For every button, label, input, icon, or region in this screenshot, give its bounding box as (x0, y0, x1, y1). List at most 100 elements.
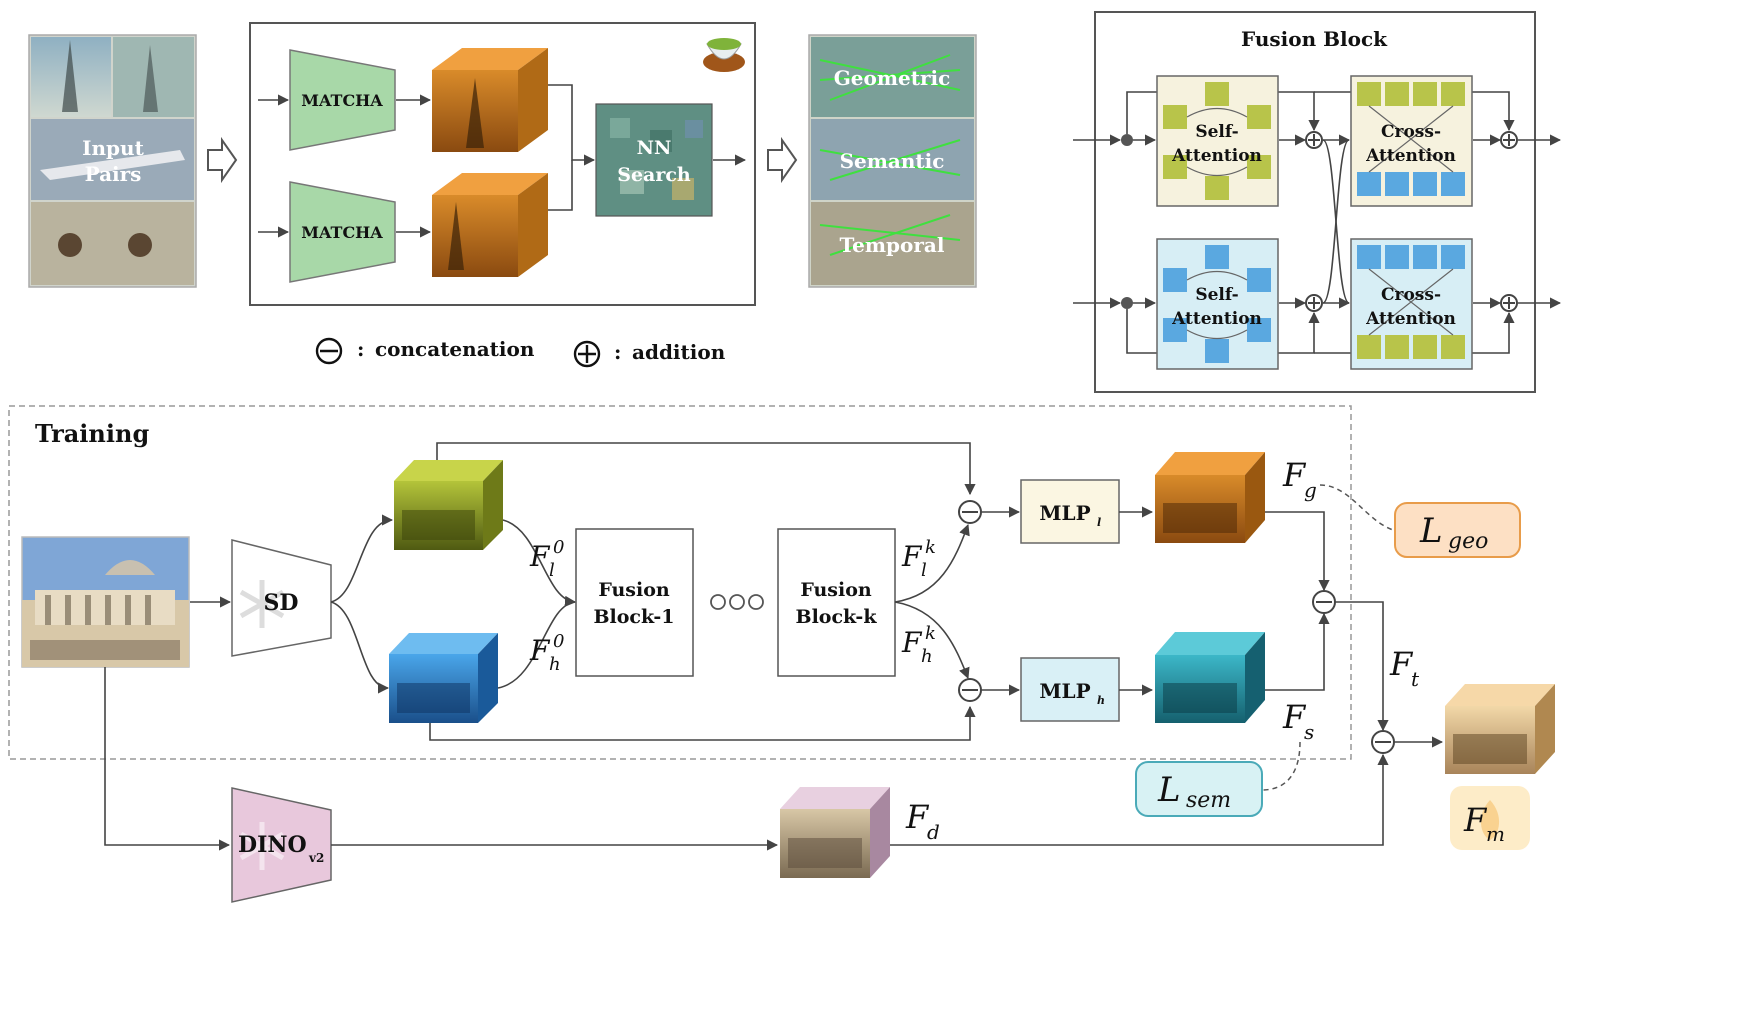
sd-label: SD (264, 590, 299, 616)
svg-text:d: d (927, 820, 940, 844)
sd-encoder: SD (231, 539, 332, 657)
dino-feature-cube (780, 787, 890, 878)
label-Ft: F t (1389, 645, 1420, 691)
label-Fhk: F h k (901, 623, 936, 667)
concat-text: concatenation (375, 337, 535, 361)
svg-text:F: F (1282, 698, 1307, 736)
svg-text:Fusion: Fusion (800, 579, 872, 601)
self-attention-bottom-label-1: Self- (1195, 285, 1238, 305)
mlp-high: MLP h (1020, 657, 1120, 722)
svg-text:Block-k: Block-k (796, 606, 878, 628)
self-attention-top-label-2: Attention (1171, 146, 1262, 166)
nn-search-block: NN Search (595, 103, 713, 217)
add-node (1500, 294, 1518, 312)
training-section: Training SD (8, 405, 1352, 760)
legend: : concatenation : addition (315, 337, 726, 368)
mlp-low: MLP l (1020, 479, 1120, 544)
svg-text:F: F (529, 634, 551, 667)
svg-text:F: F (901, 540, 923, 573)
dino-encoder: DINO v2 (231, 787, 332, 903)
input-label-line1: Input (82, 136, 144, 160)
svg-text:L: L (1419, 511, 1443, 551)
svg-text:0: 0 (553, 537, 564, 558)
self-attention-bottom-label-2: Attention (1171, 309, 1262, 329)
concat-node-gs (1312, 590, 1336, 614)
tea-cup-icon (703, 38, 745, 72)
nn-label-2: Search (617, 164, 691, 186)
svg-text:sem: sem (1186, 788, 1231, 813)
fused-feature-cube (1445, 684, 1555, 774)
geometric-feature-cube (1155, 452, 1265, 543)
snowflake-icon (239, 580, 285, 628)
flow-arrow-2 (767, 136, 798, 184)
add-text: addition (632, 340, 726, 364)
label-Fs: F s (1282, 698, 1314, 744)
svg-text:k: k (925, 623, 936, 644)
svg-text:F: F (905, 798, 930, 836)
input-image (21, 536, 190, 668)
svg-text:Fusion: Fusion (598, 579, 670, 601)
svg-text:l: l (549, 560, 555, 581)
add-separator: : (614, 340, 621, 364)
concat-separator: : (357, 337, 364, 361)
cross-attention-bottom: Cross- Attention (1350, 238, 1473, 370)
ellipsis-dots (710, 594, 764, 610)
svg-text:Block-1: Block-1 (593, 606, 674, 628)
svg-text:h: h (549, 654, 561, 675)
svg-text:MLP: MLP (1039, 501, 1090, 525)
svg-text:h: h (1097, 694, 1105, 707)
svg-text:l: l (921, 560, 927, 581)
cross-attention-top: Cross- Attention (1350, 75, 1473, 207)
svg-text:F: F (1282, 456, 1307, 494)
semantic-loss: L sem (1135, 761, 1263, 817)
cross-attention-bottom-label-2: Attention (1365, 309, 1456, 329)
svg-text:l: l (1097, 516, 1101, 529)
svg-text:s: s (1304, 720, 1314, 744)
self-attention-bottom: Self- Attention (1156, 238, 1279, 370)
svg-text:F: F (529, 540, 551, 573)
concat-node-high (958, 678, 982, 702)
label-Fd: F d (905, 798, 940, 844)
flame-icon (1480, 800, 1500, 840)
input-pairs-strip: Input Pairs (28, 34, 197, 288)
concat-node-low (958, 500, 982, 524)
label-Fg: F g (1282, 456, 1317, 502)
svg-text:t: t (1411, 667, 1420, 691)
cross-attention-top-label-2: Attention (1365, 146, 1456, 166)
correspondence-strip: Geometric Semantic Temporal (808, 34, 977, 288)
label-Flk: F l k (901, 537, 936, 581)
svg-text:h: h (921, 646, 933, 667)
svg-text:k: k (925, 537, 936, 558)
geometric-loss: L geo (1394, 502, 1521, 558)
svg-text:g: g (1304, 478, 1317, 502)
svg-text:0: 0 (553, 631, 564, 652)
label-Fh0: F h 0 (529, 631, 564, 675)
semantic-label: Semantic (840, 149, 945, 173)
temporal-label: Temporal (840, 233, 945, 257)
svg-text:L: L (1157, 770, 1181, 810)
horse-icon (58, 233, 82, 257)
concat-node-final (1371, 730, 1395, 754)
matcha-encoder-top (289, 49, 396, 151)
snowflake-icon (239, 822, 285, 870)
svg-text:MLP: MLP (1039, 679, 1090, 703)
add-node (1305, 294, 1323, 312)
svg-text:F: F (1389, 645, 1414, 683)
matcha-top-label: MATCHA (301, 91, 383, 110)
fusion-block-1: Fusion Block-1 (575, 528, 694, 677)
add-node (1500, 131, 1518, 149)
flow-arrow-1 (207, 136, 238, 184)
self-attention-top-label-1: Self- (1195, 122, 1238, 142)
cross-attention-bottom-label-1: Cross- (1381, 285, 1441, 305)
svg-text:F: F (901, 626, 923, 659)
feature-cube-bottom (432, 173, 548, 277)
matcha-bottom-label: MATCHA (301, 223, 383, 242)
svg-text:DINO: DINO (238, 832, 307, 858)
add-node (1305, 131, 1323, 149)
semantic-feature-cube (1155, 632, 1265, 723)
input-label-line2: Pairs (85, 162, 142, 186)
fusion-block-title: Fusion Block (1241, 27, 1388, 51)
label-Fl0: F l 0 (529, 537, 564, 581)
svg-text:v2: v2 (308, 851, 324, 865)
